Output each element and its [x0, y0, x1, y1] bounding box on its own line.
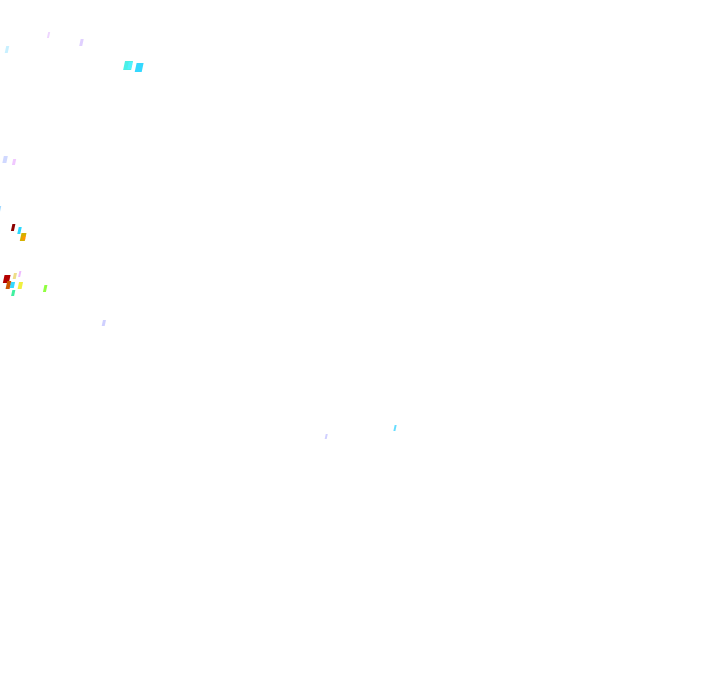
speckle [11, 159, 17, 165]
speckle [17, 227, 22, 234]
speckle [46, 32, 51, 38]
speckle [17, 282, 24, 289]
speckle [11, 290, 16, 296]
speckle [4, 46, 10, 53]
speckle [5, 281, 12, 289]
speckle [21, 236, 26, 240]
speckle [127, 62, 133, 69]
speckle [18, 271, 22, 277]
speckle [12, 273, 17, 279]
speckle [101, 320, 106, 326]
speckle [324, 434, 328, 439]
speckle [9, 282, 16, 288]
speckle [0, 206, 2, 213]
speckle [2, 156, 8, 163]
speckle [42, 285, 48, 292]
speckle [393, 425, 397, 431]
speckle [10, 224, 16, 231]
speckle [134, 63, 144, 72]
speckle [79, 39, 84, 46]
